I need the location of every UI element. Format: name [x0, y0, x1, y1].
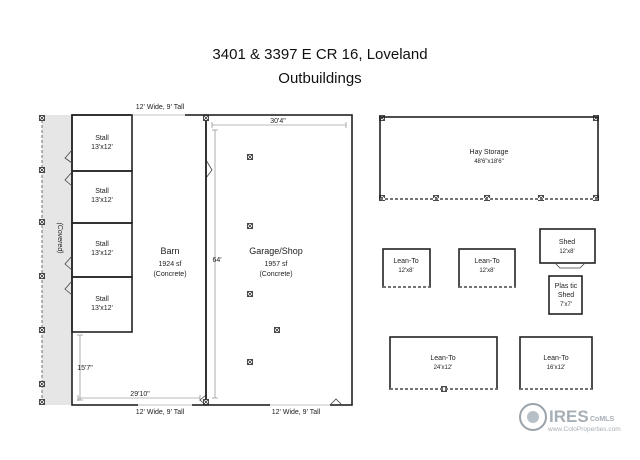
stall-4: [71, 276, 133, 333]
lean-to-4-name: Lean-To: [543, 355, 568, 362]
stall-1-door: [64, 149, 73, 164]
lean-to-1-size: 12'x8': [398, 268, 413, 274]
garage-height-dim: 64': [212, 257, 221, 264]
plastic-shed-outline: [548, 275, 583, 315]
stall-1-name: Stall: [95, 135, 109, 142]
post-marker: [247, 223, 253, 229]
garage-outline: [205, 114, 353, 406]
page-subtitle: Outbuildings: [278, 70, 362, 87]
stall-3-size: 13'x12': [91, 250, 113, 257]
lean-to-2-size: 12'x8': [479, 268, 494, 274]
covered-label: (Covered): [56, 222, 63, 253]
stall-1: [71, 114, 133, 172]
garage-name: Garage/Shop: [249, 246, 303, 256]
garage-area: 1957 sf: [265, 261, 288, 268]
garage-width-dim: 30'4": [270, 118, 286, 125]
plastic-shed-name-2: Shed: [558, 292, 574, 299]
stall-4-door: [64, 280, 73, 296]
barn-width-dim: 29'10": [130, 391, 150, 398]
post-marker: [247, 359, 253, 365]
barn-bottom-door-label: 12' Wide, 9' Tall: [136, 409, 185, 416]
stalls: Stall 13'x12' Stall 13'x12' Stall 13'x12…: [64, 114, 133, 333]
post-marker: [274, 327, 280, 333]
shed-door: [554, 262, 586, 269]
stall-3-door: [64, 255, 73, 271]
post-marker: [247, 291, 253, 297]
stall-3-name: Stall: [95, 241, 109, 248]
lean-to-1-name: Lean-To: [393, 258, 418, 265]
lean-to-2-name: Lean-To: [474, 258, 499, 265]
lean-to-4-size: 16'x12': [547, 365, 566, 371]
page-title: 3401 & 3397 E CR 16, Loveland: [212, 46, 428, 63]
ires-logo-sub: CoMLS: [590, 416, 614, 423]
shed-name: Shed: [559, 239, 575, 246]
post-marker: [39, 167, 45, 173]
post-marker: [247, 154, 253, 160]
barn-area: 1924 sf: [159, 261, 182, 268]
barn-floor: (Concrete): [153, 271, 186, 278]
stall-1-size: 13'x12': [91, 144, 113, 151]
stall-2-door: [64, 171, 73, 187]
post-marker: [39, 219, 45, 225]
stall-4-size: 13'x12': [91, 305, 113, 312]
hay-storage-name: Hay Storage: [470, 149, 509, 156]
hay-storage-size: 48'6"x18'6": [474, 159, 504, 165]
hay-storage-outline: [379, 116, 599, 200]
stall-2-name: Stall: [95, 188, 109, 195]
post-marker: [203, 115, 209, 121]
garage-door-swing: [329, 398, 343, 406]
ires-logo-icon: [519, 403, 547, 431]
barn-side-dim: 15'7": [77, 365, 93, 372]
lean-to-3-name: Lean-To: [430, 355, 455, 362]
post-marker: [203, 399, 209, 405]
post-marker: [39, 327, 45, 333]
garage-floor: (Concrete): [259, 271, 292, 278]
post-marker: [39, 399, 45, 405]
shed-size: 12'x8': [559, 249, 574, 255]
covered-area: [42, 115, 72, 405]
barn-name: Barn: [160, 246, 179, 256]
ires-logo-url: www.ColoProperties.com: [547, 426, 621, 433]
plastic-shed-size: 7'x7': [560, 302, 572, 308]
plastic-shed-name-1: Plas tic: [555, 283, 578, 290]
stall-4-name: Stall: [95, 296, 109, 303]
lean-to-4-outline: [519, 336, 593, 390]
post-marker: [39, 115, 45, 121]
garage-door-label: 12' Wide, 9' Tall: [272, 409, 321, 416]
stall-2-size: 13'x12': [91, 197, 113, 204]
lean-to-3-outline: [389, 336, 498, 390]
shed-outline: [539, 228, 596, 264]
post-marker: [39, 381, 45, 387]
post-marker: [39, 273, 45, 279]
barn-top-door-label: 12' Wide, 9' Tall: [136, 104, 185, 111]
lean-to-3-size: 24'x12': [434, 365, 453, 371]
ires-logo-brand: IRES: [549, 407, 589, 426]
interior-door-upper: [205, 159, 213, 179]
barn-outline: [71, 114, 207, 406]
ires-logo: IRES CoMLS www.ColoProperties.com: [519, 403, 621, 433]
